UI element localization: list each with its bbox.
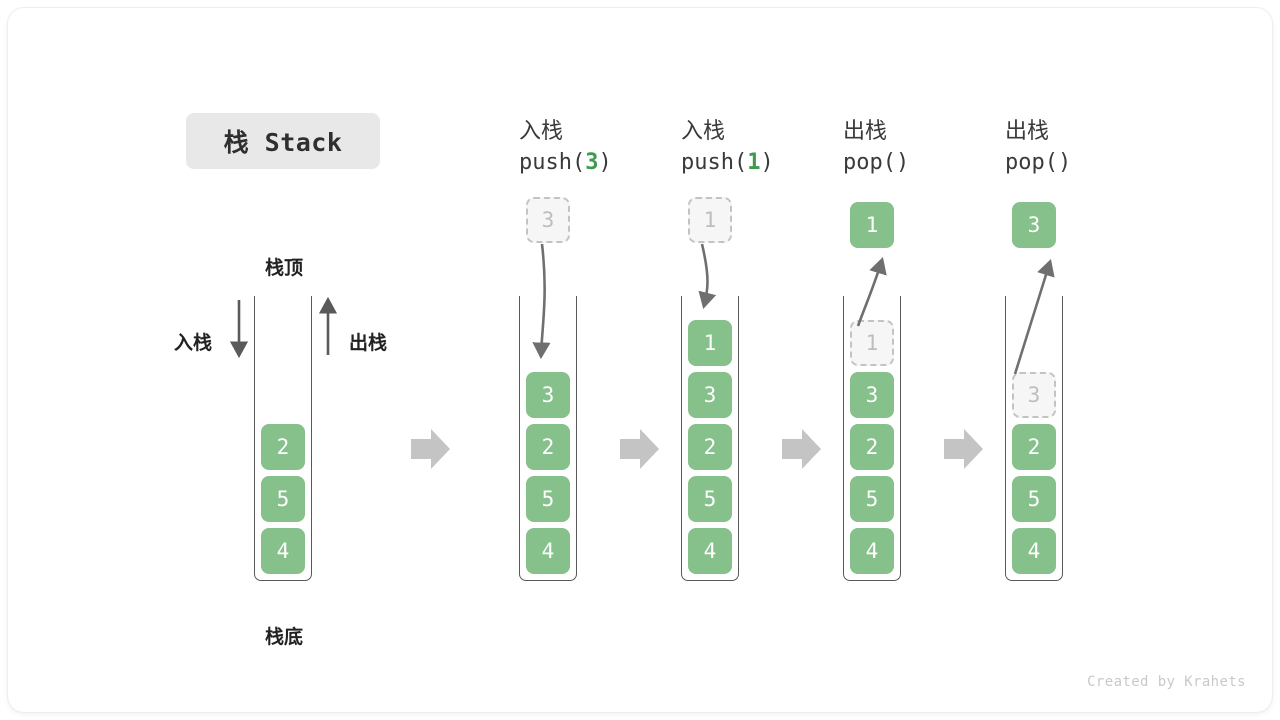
stack-cell: 3 bbox=[526, 372, 570, 418]
outgoing-ghost-cell: 1 bbox=[850, 320, 894, 366]
step-header-code-pre: pop( bbox=[1005, 150, 1058, 175]
step-header-pop-3: 出栈 pop() bbox=[1005, 116, 1071, 178]
step-header-push-1: 入栈 push(1) bbox=[681, 116, 774, 178]
step-header-code-pre: push( bbox=[681, 150, 748, 175]
stack-cell: 5 bbox=[1012, 476, 1056, 522]
stack-cell: 3 bbox=[688, 372, 732, 418]
stack-top-label: 栈顶 bbox=[265, 257, 304, 279]
incoming-ghost-cell: 3 bbox=[526, 197, 570, 243]
stack-bottom-label: 栈底 bbox=[265, 626, 304, 648]
step-header-code-arg: 1 bbox=[747, 150, 761, 175]
stack-cell: 2 bbox=[688, 424, 732, 470]
credit-text: Created by Krahets bbox=[1087, 674, 1246, 690]
stack-cell: 2 bbox=[261, 424, 305, 470]
stack-container-push-3 bbox=[519, 296, 577, 581]
stack-container-initial bbox=[254, 296, 312, 581]
stack-cell: 4 bbox=[688, 528, 732, 574]
stack-cell: 4 bbox=[1012, 528, 1056, 574]
step-header-code-pre: push( bbox=[519, 150, 586, 175]
push-direction-label: 入栈 bbox=[174, 332, 213, 354]
stack-container-pop-1 bbox=[843, 296, 901, 581]
outgoing-ghost-cell: 3 bbox=[1012, 372, 1056, 418]
stack-cell: 4 bbox=[526, 528, 570, 574]
stack-cell: 1 bbox=[688, 320, 732, 366]
stack-cell: 5 bbox=[688, 476, 732, 522]
step-separator-arrow bbox=[782, 429, 821, 469]
stack-cell: 5 bbox=[261, 476, 305, 522]
step-header-cn: 出栈 bbox=[1005, 119, 1050, 144]
step-separator-arrow bbox=[944, 429, 983, 469]
step-separator-arrow bbox=[411, 429, 450, 469]
stack-cell: 3 bbox=[850, 372, 894, 418]
stack-cell: 4 bbox=[261, 528, 305, 574]
step-header-code-post: ) bbox=[760, 150, 774, 175]
step-header-cn: 出栈 bbox=[843, 119, 888, 144]
step-header-code-pre: pop( bbox=[843, 150, 896, 175]
step-header-cn: 入栈 bbox=[519, 119, 564, 144]
stack-cell: 2 bbox=[526, 424, 570, 470]
stack-cell: 5 bbox=[850, 476, 894, 522]
stack-container-pop-3 bbox=[1005, 296, 1063, 581]
step-header-code-post: ) bbox=[1057, 150, 1072, 175]
stack-cell: 5 bbox=[526, 476, 570, 522]
popped-cell: 3 bbox=[1012, 202, 1056, 248]
pop-direction-label: 出栈 bbox=[349, 332, 388, 354]
incoming-ghost-cell: 1 bbox=[688, 197, 732, 243]
diagram-title: 栈 Stack bbox=[186, 113, 380, 169]
step-header-code-arg: 3 bbox=[585, 150, 599, 175]
stack-cell: 2 bbox=[1012, 424, 1056, 470]
step-header-pop-1: 出栈 pop() bbox=[843, 116, 909, 178]
diagram-canvas: 栈 Stack 栈顶 栈底 入栈 出栈 入栈 push(3) 入栈 push(1… bbox=[8, 8, 1272, 712]
step-header-cn: 入栈 bbox=[681, 119, 726, 144]
step-header-push-3: 入栈 push(3) bbox=[519, 116, 612, 178]
popped-cell: 1 bbox=[850, 202, 894, 248]
stack-container-push-1 bbox=[681, 296, 739, 581]
stack-cell: 2 bbox=[850, 424, 894, 470]
step-separator-arrow bbox=[620, 429, 659, 469]
step-header-code-post: ) bbox=[598, 150, 612, 175]
stack-cell: 4 bbox=[850, 528, 894, 574]
step-header-code-post: ) bbox=[895, 150, 910, 175]
